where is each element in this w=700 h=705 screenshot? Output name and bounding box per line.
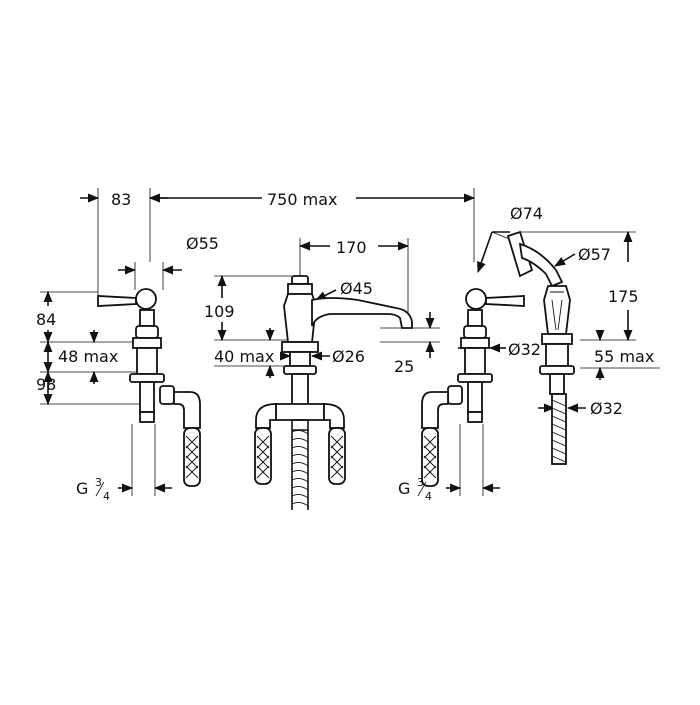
label-dia-32-tap: Ø32 (508, 340, 541, 359)
label-25: 25 (394, 357, 414, 376)
label-g-left: G (76, 479, 88, 498)
label-98: 98 (36, 375, 56, 394)
label-170: 170 (336, 238, 367, 257)
label-dia-57: Ø57 (578, 245, 611, 264)
label-g-left-num: 3 (95, 476, 102, 489)
label-g-right-den: 4 (425, 490, 432, 503)
label-dia-45: Ø45 (340, 279, 373, 298)
label-109: 109 (204, 302, 235, 321)
right-tap-valve (421, 288, 525, 487)
label-40-max: 40 max (214, 347, 274, 366)
label-750-max: 750 max (267, 190, 337, 209)
label-dia-32-hose: Ø32 (590, 399, 623, 418)
left-tap-valve (97, 288, 201, 487)
label-55-max: 55 max (594, 347, 654, 366)
dimension-labels: 83 750 max Ø55 170 Ø74 Ø57 175 84 109 Ø4… (36, 190, 654, 503)
label-83: 83 (111, 190, 131, 209)
dimension-lines (40, 188, 660, 496)
label-dia-74: Ø74 (510, 204, 543, 223)
label-dia-55: Ø55 (186, 234, 219, 253)
label-175: 175 (608, 287, 639, 306)
label-g-right-num: 3 (417, 476, 424, 489)
label-g-right: G (398, 479, 410, 498)
hand-shower (506, 230, 575, 465)
label-g-left-den: 4 (103, 490, 110, 503)
center-spout (254, 275, 413, 510)
label-48-max: 48 max (58, 347, 118, 366)
label-84: 84 (36, 310, 56, 329)
label-dia-26: Ø26 (332, 347, 365, 366)
